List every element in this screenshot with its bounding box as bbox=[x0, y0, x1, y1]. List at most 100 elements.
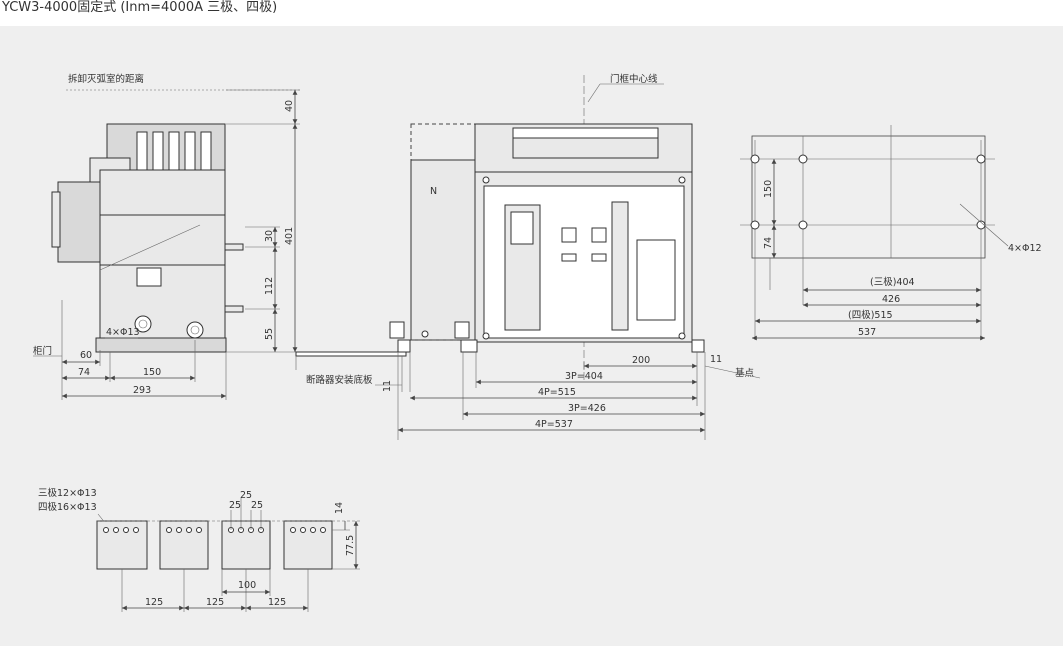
terminal-hole bbox=[176, 527, 182, 533]
dim-3p404: 3P=404 bbox=[565, 371, 603, 382]
front-view: 门框中心线 N bbox=[389, 73, 761, 440]
three-pole-label: 三极12×Φ13 bbox=[38, 487, 97, 499]
screw bbox=[678, 176, 686, 184]
mount-hole bbox=[798, 154, 808, 164]
screw bbox=[421, 330, 429, 338]
arc-grid bbox=[512, 127, 659, 139]
dim-100: 100 bbox=[238, 580, 256, 591]
arc-slot bbox=[168, 131, 180, 171]
terminal-hole bbox=[113, 527, 119, 533]
terminal-hole bbox=[300, 527, 306, 533]
screw bbox=[482, 176, 490, 184]
arc-slot bbox=[152, 131, 164, 171]
dim-14: 14 bbox=[334, 502, 345, 514]
hole-pattern-view: 150 74 4×Φ12 (三极)404 426 (四极)515 537 bbox=[740, 125, 1042, 341]
fourth-pole-body bbox=[410, 159, 476, 341]
dim-293: 293 bbox=[133, 385, 151, 396]
right-foot bbox=[691, 339, 705, 353]
mount-hole bbox=[976, 220, 986, 230]
mount-hole bbox=[750, 220, 760, 230]
mounting-outline bbox=[751, 135, 986, 259]
base-plate bbox=[95, 337, 227, 353]
dim-401: 401 bbox=[284, 227, 295, 245]
terminal-hole bbox=[166, 527, 172, 533]
frame-diagonal bbox=[99, 224, 201, 271]
mounting-plate-label: 断路器安装底板 bbox=[306, 374, 373, 386]
terminal-hole bbox=[290, 527, 296, 533]
mounting-plate bbox=[295, 351, 407, 357]
arc-slot bbox=[184, 131, 196, 171]
terminal-circle bbox=[134, 315, 152, 333]
side-view: 拆卸灭弧室的距离 4×Φ13 40 401 bbox=[33, 73, 407, 400]
dim-125-b: 125 bbox=[206, 597, 224, 608]
dim-30: 30 bbox=[264, 230, 275, 242]
dim-537-hole: 537 bbox=[858, 327, 876, 338]
dim-3p426: 3P=426 bbox=[568, 403, 606, 414]
dim-4p537: 4P=537 bbox=[535, 419, 573, 430]
terminal-hole bbox=[196, 527, 202, 533]
terminal-hole bbox=[320, 527, 326, 533]
terminal-hole bbox=[123, 527, 129, 533]
door-bracket bbox=[51, 191, 61, 248]
dim-200: 200 bbox=[632, 355, 650, 366]
terminal-circle-inner bbox=[190, 325, 200, 335]
mid-frame bbox=[99, 214, 226, 266]
hole-leader bbox=[959, 203, 1009, 247]
dim-125-a: 125 bbox=[145, 597, 163, 608]
charging-handle bbox=[611, 201, 629, 331]
dim-426-hole: 426 bbox=[882, 294, 900, 305]
dim-11-side: 11 bbox=[382, 380, 393, 392]
dim-150: 150 bbox=[143, 367, 161, 378]
dim-4p515: 4P=515 bbox=[538, 387, 576, 398]
terminal-hole bbox=[103, 527, 109, 533]
nameplate bbox=[636, 239, 676, 321]
screw bbox=[678, 332, 686, 340]
left-gland bbox=[389, 321, 405, 339]
on-indicator bbox=[561, 253, 577, 262]
terminal-view: 三极12×Φ13 四极16×Φ13 14 77.5 25 2 bbox=[38, 487, 360, 612]
dim-3pole404: (三极)404 bbox=[870, 276, 915, 288]
dim-112: 112 bbox=[264, 277, 275, 295]
arc-distance-label: 拆卸灭弧室的距离 bbox=[68, 73, 144, 85]
off-indicator bbox=[591, 253, 607, 262]
neutral-label: N bbox=[430, 186, 437, 197]
terminal-hole bbox=[310, 527, 316, 533]
terminal-hole bbox=[186, 527, 192, 533]
drawing-panel: 拆卸灭弧室的距离 4×Φ13 40 401 bbox=[0, 26, 1063, 646]
fourth-pole-outline bbox=[410, 123, 476, 161]
dim-77-5: 77.5 bbox=[345, 535, 356, 556]
door-center-leader bbox=[587, 83, 601, 103]
four-pole-label: 四极16×Φ13 bbox=[38, 501, 97, 513]
dim-74: 74 bbox=[78, 367, 90, 378]
controller-display bbox=[510, 211, 534, 245]
dim-150-hole: 150 bbox=[763, 180, 774, 198]
mid-foot bbox=[460, 339, 478, 353]
technical-drawing: 拆卸灭弧室的距离 4×Φ13 40 401 bbox=[33, 73, 1042, 612]
upper-frame bbox=[99, 169, 226, 216]
off-button bbox=[591, 227, 607, 243]
hole-count-label: 4×Φ12 bbox=[1008, 243, 1042, 254]
arc-slot bbox=[136, 131, 148, 171]
left-foot bbox=[397, 339, 411, 353]
dim-60: 60 bbox=[80, 350, 92, 361]
frame-window bbox=[136, 267, 162, 287]
dim-40: 40 bbox=[284, 100, 295, 112]
terminal-circle-inner bbox=[138, 319, 148, 329]
dim-74-hole: 74 bbox=[763, 237, 774, 249]
dim-25-b: 25 bbox=[229, 500, 241, 511]
holes-label: 4×Φ13 bbox=[106, 327, 140, 338]
door-center-label: 门框中心线 bbox=[610, 73, 658, 85]
door-label: 柜门 bbox=[33, 345, 52, 357]
dim-11-front: 11 bbox=[710, 354, 722, 365]
base-point-leader bbox=[704, 365, 761, 379]
dim-4pole515: (四极)515 bbox=[848, 309, 893, 321]
mid-gland bbox=[454, 321, 470, 339]
arc-grid-lower bbox=[512, 137, 659, 159]
terminal-hole bbox=[133, 527, 139, 533]
lower-busbar bbox=[224, 305, 244, 313]
dim-55: 55 bbox=[264, 328, 275, 340]
dim-25-a: 25 bbox=[240, 490, 252, 501]
mount-hole bbox=[798, 220, 808, 230]
mount-hole bbox=[976, 154, 986, 164]
on-button bbox=[561, 227, 577, 243]
